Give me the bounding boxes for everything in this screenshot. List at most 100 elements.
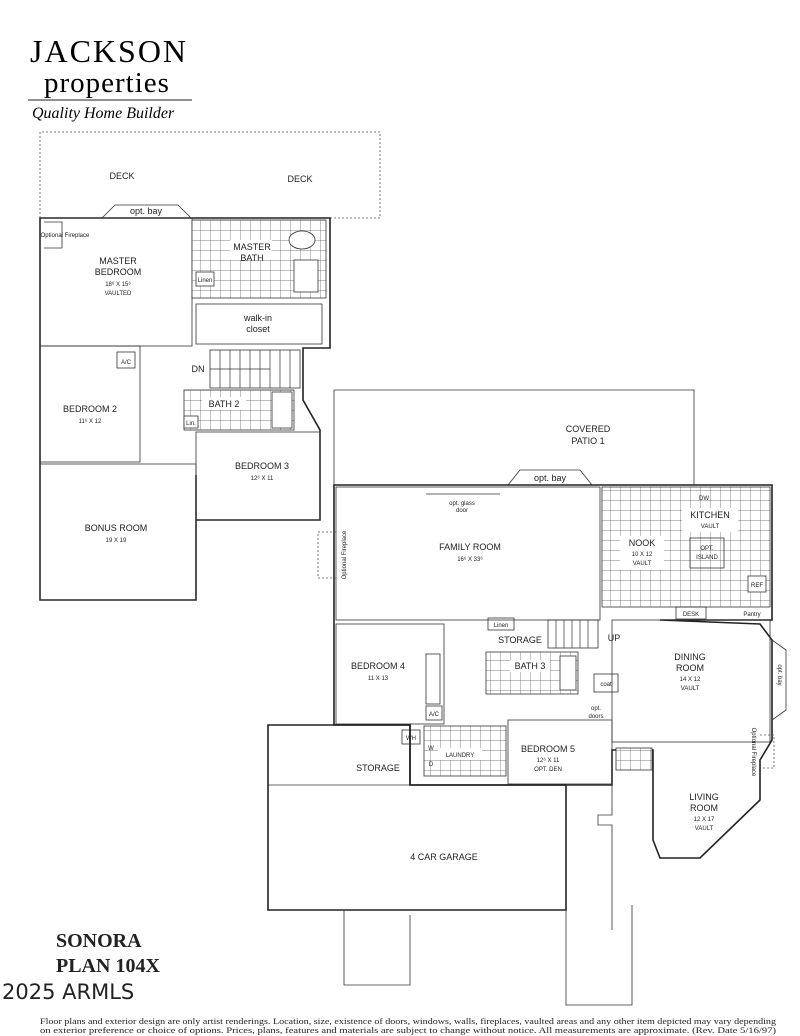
opt-island-line2: ISLAND bbox=[696, 555, 718, 561]
driveway-right bbox=[565, 905, 633, 1006]
linen-bath-2-label: Lin. bbox=[186, 421, 196, 427]
storage-garage-label: STORAGE bbox=[356, 763, 400, 773]
living-room-note: VAULT bbox=[695, 826, 714, 832]
nook-size: 10 X 12 bbox=[632, 552, 653, 558]
covered-patio-outline bbox=[333, 389, 695, 485]
living-room-size: 12 X 17 bbox=[694, 817, 715, 823]
stairs-upper bbox=[209, 349, 301, 389]
laundry-label: LAUNDRY bbox=[446, 753, 475, 759]
covered-patio-line1: COVERED bbox=[566, 424, 611, 434]
disclaimer-line2: on exterior preference or choice of opti… bbox=[40, 1026, 776, 1035]
master-bedroom-line2: BEDROOM bbox=[95, 267, 142, 277]
water-heater bbox=[401, 729, 421, 745]
washer-label: W bbox=[428, 746, 434, 752]
bedroom-2-size: 11⁶ X 12 bbox=[79, 418, 102, 425]
bedroom-4-size: 11 X 13 bbox=[368, 676, 389, 682]
family-room bbox=[335, 486, 601, 621]
logo-tagline: Quality Home Builder bbox=[32, 105, 175, 122]
dryer-label: D bbox=[429, 762, 434, 768]
ac-upper bbox=[116, 351, 136, 369]
dn-label: DN bbox=[192, 364, 205, 374]
bedroom-5-note: OPT. DEN bbox=[534, 767, 562, 773]
opt-doors-line2: doors bbox=[588, 714, 603, 720]
linen-lower bbox=[487, 617, 515, 631]
plan-number: PLAN 104X bbox=[56, 955, 160, 977]
bedroom-4 bbox=[335, 623, 445, 725]
mls-watermark: 2025 ARMLS bbox=[2, 980, 134, 1004]
up-label: UP bbox=[608, 633, 621, 643]
nook-note: VAULT bbox=[633, 561, 652, 567]
opt-island bbox=[689, 537, 725, 569]
deck-outline bbox=[39, 131, 381, 219]
bedroom-5 bbox=[507, 719, 613, 785]
optional-fireplace-living-label: Optional Fireplace bbox=[750, 728, 756, 777]
family-room-size: 16⁶ X 33⁶ bbox=[457, 556, 483, 563]
living-room-line2: ROOM bbox=[690, 803, 718, 813]
upper-floor: DECK DECK opt. bay Optional Fireplace MA… bbox=[39, 131, 381, 601]
dining-room-size: 14 X 12 bbox=[680, 677, 701, 683]
wh-label: WH bbox=[406, 736, 416, 742]
opt-glass-door-line1: opt. glass bbox=[449, 501, 475, 507]
master-bedroom-line1: MASTER bbox=[99, 256, 137, 266]
linen-lower-label: Linen bbox=[494, 623, 509, 629]
ac-upper-label: A/C bbox=[121, 360, 132, 366]
covered-patio-line2: PATIO 1 bbox=[571, 436, 604, 446]
bedroom-5-name: BEDROOM 5 bbox=[521, 744, 575, 754]
bath-3-label: BATH 3 bbox=[515, 661, 546, 671]
bedroom-5-size: 12⁶ X 11 bbox=[537, 757, 560, 764]
logo-brand-line1: JACKSON bbox=[30, 33, 188, 69]
living-room-line1: LIVING bbox=[689, 792, 719, 802]
kitchen-name: KITCHEN bbox=[690, 510, 730, 520]
opt-bay-upper bbox=[101, 204, 192, 219]
dining-room-note: VAULT bbox=[681, 686, 700, 692]
bonus-room-name: BONUS ROOM bbox=[85, 523, 148, 533]
opt-island-line1: OPT. bbox=[700, 546, 714, 552]
dining-room-line1: DINING bbox=[674, 652, 706, 662]
opt-bay-dining bbox=[771, 639, 787, 721]
master-bath-line1: MASTER bbox=[233, 242, 271, 252]
opt-glass-door-line2: door bbox=[456, 508, 468, 514]
dining-room-line2: ROOM bbox=[676, 663, 704, 673]
disclaimer-line1: Floor plans and exterior design are only… bbox=[40, 1017, 776, 1026]
deck-right-label: DECK bbox=[287, 174, 312, 184]
bedroom-2-name: BEDROOM 2 bbox=[63, 404, 117, 414]
master-bedroom-note: VAULTED bbox=[105, 291, 132, 297]
builder-logo: JACKSON properties Quality Home Builder bbox=[28, 33, 192, 122]
optional-fireplace-upper-label: Optional Fireplace bbox=[41, 233, 90, 239]
plan-name: SONORA bbox=[56, 930, 142, 952]
stairs-lower bbox=[547, 619, 599, 649]
ac-lower-label: A/C bbox=[429, 712, 440, 718]
deck-left-label: DECK bbox=[109, 171, 134, 181]
dw-label: DW bbox=[699, 496, 709, 502]
bedroom-3-name: BEDROOM 3 bbox=[235, 461, 289, 471]
bonus-room bbox=[39, 463, 197, 601]
master-bath-line2: BATH bbox=[240, 253, 263, 263]
dining-room bbox=[611, 619, 771, 743]
opt-doors-line1: opt. bbox=[591, 706, 601, 712]
main-floor: COVERED PATIO 1 opt. bay opt. glass door… bbox=[267, 389, 787, 1006]
bedroom-3-size: 12⁶ X 11 bbox=[251, 475, 274, 482]
linen-upper-label: Linen bbox=[198, 278, 213, 284]
opt-bay-dining-label: opt. bay bbox=[776, 664, 782, 685]
kitchen-note: VAULT bbox=[701, 524, 720, 530]
opt-bay-patio bbox=[507, 469, 593, 486]
desk-label: DESK bbox=[683, 612, 699, 618]
master-bedroom-size: 18⁶ X 15⁶ bbox=[105, 281, 131, 288]
walk-in-closet-line2: closet bbox=[246, 324, 270, 334]
optional-fireplace-family-label: Optional Fireplace bbox=[342, 530, 348, 579]
bonus-room-size: 19 X 19 bbox=[106, 538, 127, 544]
ref-label: REF bbox=[751, 583, 763, 589]
walk-in-closet-line1: walk-in bbox=[243, 313, 272, 323]
family-room-name: FAMILY ROOM bbox=[439, 542, 501, 552]
pantry-label: Pantry bbox=[743, 612, 760, 618]
garage-label: 4 CAR GARAGE bbox=[410, 852, 478, 862]
opt-bay-upper-label: opt. bay bbox=[130, 206, 163, 216]
bath-2-label: BATH 2 bbox=[209, 399, 240, 409]
coat-closet bbox=[593, 673, 619, 693]
bedroom-4-closet bbox=[425, 653, 441, 705]
optional-fireplace-family bbox=[317, 531, 336, 579]
opt-bay-patio-label: opt. bay bbox=[534, 473, 567, 483]
garage-side-wall bbox=[566, 784, 613, 930]
ac-lower bbox=[425, 705, 443, 721]
